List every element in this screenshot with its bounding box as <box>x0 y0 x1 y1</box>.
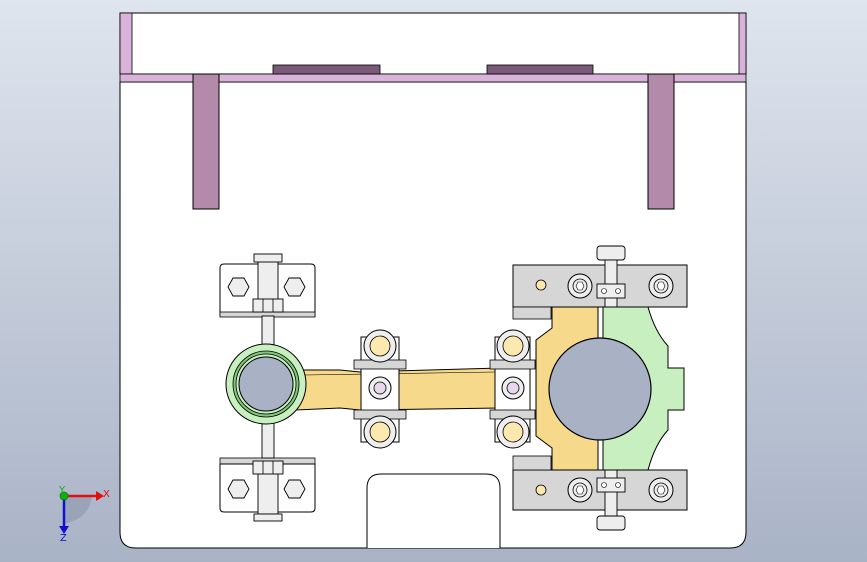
cover-slot-left <box>272 64 381 75</box>
coordinate-triad[interactable]: X Y Z <box>58 485 110 544</box>
support-post-left[interactable] <box>192 73 220 210</box>
hex-bolt-icon <box>227 277 250 297</box>
left-upper-clamp[interactable] <box>219 253 316 318</box>
base-bottom-notch <box>366 473 501 548</box>
cover-slot-right <box>486 64 594 75</box>
right-upper-block[interactable] <box>512 245 688 320</box>
left-lower-clamp[interactable] <box>219 457 316 522</box>
top-cover-bottom-strip <box>119 73 747 83</box>
small-end-bore <box>238 356 294 412</box>
hex-bolt-icon <box>283 479 306 499</box>
hex-bolt-icon <box>227 479 250 499</box>
hex-nut-icon <box>252 298 284 313</box>
adjust-block-icon <box>596 477 626 493</box>
triad-y-axis <box>59 491 69 501</box>
right-lower-block[interactable] <box>512 455 688 531</box>
triad-y-label: Y <box>58 485 66 496</box>
support-post-right[interactable] <box>647 73 675 210</box>
hex-bolt-icon <box>283 277 306 297</box>
triad-shadow <box>64 496 92 524</box>
top-cover-right-edge <box>738 12 747 75</box>
small-rod-end[interactable] <box>225 343 307 425</box>
triad-x-label: X <box>103 489 110 500</box>
beam-edge-line <box>304 371 496 376</box>
top-cover-left-edge <box>119 12 133 75</box>
adjust-block-icon <box>596 283 626 299</box>
middle-clamp[interactable] <box>353 329 407 449</box>
top-cover-plate[interactable] <box>119 12 747 75</box>
triad-z-label: Z <box>60 533 67 544</box>
right-rod-clamp[interactable] <box>489 329 536 449</box>
locating-pin-icon <box>535 484 547 496</box>
hex-nut-icon <box>252 460 284 475</box>
locating-pin-icon <box>535 279 547 291</box>
big-end-bore[interactable] <box>548 337 652 441</box>
